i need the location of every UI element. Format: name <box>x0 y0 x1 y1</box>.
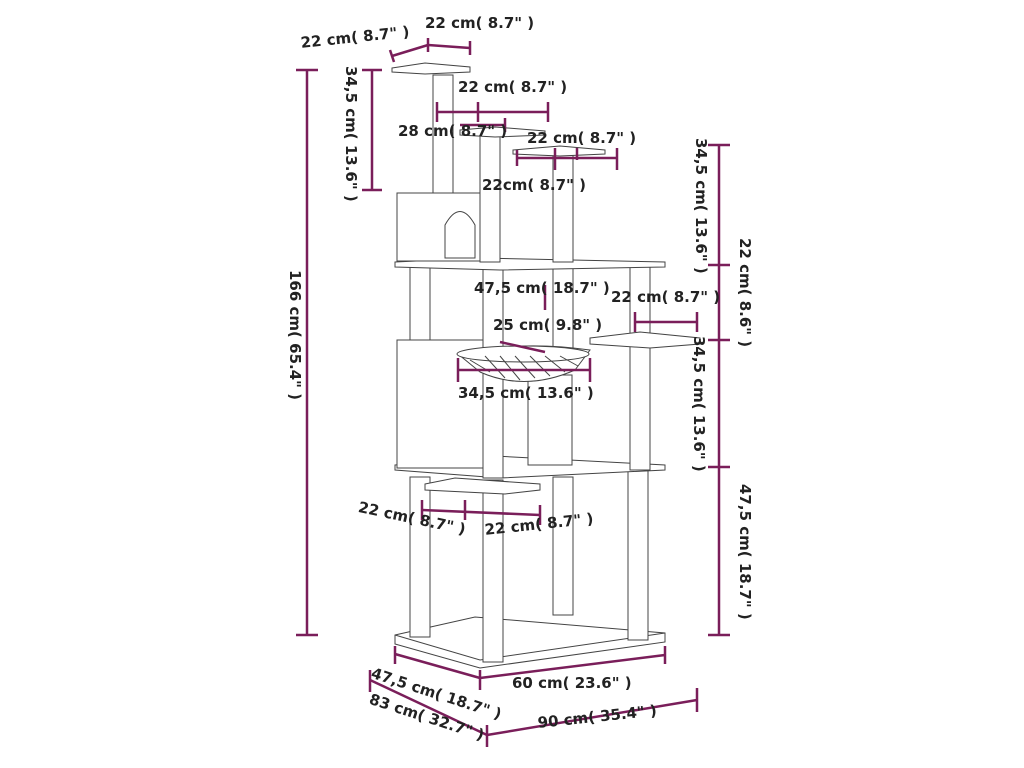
post <box>409 476 431 638</box>
post <box>552 476 574 616</box>
label-right-perch-width: 22 cm( 8.7" ) <box>527 129 637 147</box>
label-total-height: 166 cm( 65.4" ) <box>286 270 304 401</box>
label-upper-perch-width: 22 cm( 8.7" ) <box>458 78 568 96</box>
label-right-upper-height: 34,5 cm( 13.6" ) <box>692 138 710 274</box>
label-hammock-inner: 25 cm( 9.8" ) <box>493 316 603 334</box>
dim-top-depth <box>391 43 429 58</box>
post <box>482 479 504 663</box>
label-hammock-outer: 34,5 cm( 13.6" ) <box>458 384 594 402</box>
label-upper-perch-depth: 28 cm( 8.7" ) <box>398 122 508 140</box>
dimension-lines <box>296 38 730 747</box>
label-right-perch-depth: 22cm( 8.7" ) <box>482 176 586 194</box>
upper-perch <box>459 126 546 138</box>
dim-base-depth <box>394 652 481 680</box>
right-top-perch <box>512 145 606 157</box>
label-top-post-height: 34,5 cm( 13.6" ) <box>342 66 360 202</box>
post <box>627 469 649 641</box>
label-top-width: 22 cm( 8.7" ) <box>425 14 535 32</box>
hammock-pattern <box>469 355 579 381</box>
dim-overall-width <box>486 698 698 737</box>
hammock-rim <box>456 345 590 363</box>
post <box>479 131 501 263</box>
lower-perch <box>424 477 541 495</box>
dim-hammock-inner <box>499 340 546 354</box>
upper-condo-entrance <box>444 211 476 259</box>
label-platform-width: 47,5 cm( 18.7" ) <box>474 279 610 297</box>
side-perch <box>589 331 701 349</box>
label-right-mid-height: 34,5 cm( 13.6" ) <box>690 336 708 472</box>
post <box>409 264 431 341</box>
label-right-bottom-height: 47,5 cm( 18.7" ) <box>736 484 754 620</box>
label-base-width: 60 cm( 23.6" ) <box>512 674 632 692</box>
label-right-small-height: 22 cm( 8.6" ) <box>736 238 754 348</box>
dim-top-width <box>427 43 471 50</box>
label-side-perch-width: 22 cm( 8.7" ) <box>611 288 721 306</box>
dim-lower-perch <box>421 508 541 517</box>
top-perch <box>391 62 471 75</box>
dim-overall-depth <box>369 678 488 737</box>
base-board-edge <box>394 632 666 661</box>
dim-base-width <box>479 653 666 680</box>
cat-tree-drawing <box>391 62 701 669</box>
